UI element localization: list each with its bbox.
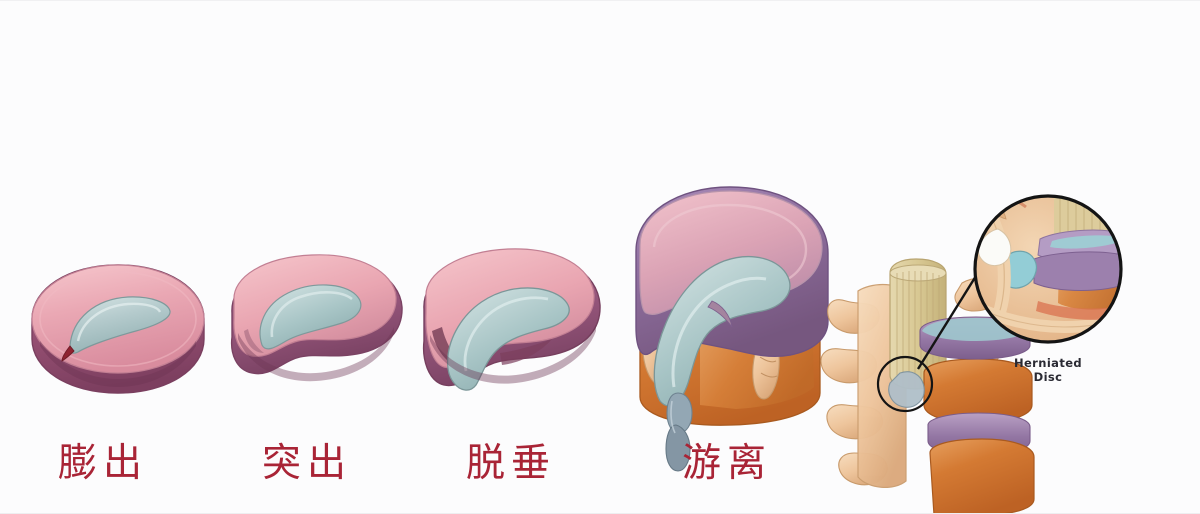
herniation-marker-circle xyxy=(876,355,934,413)
disc-stage-sequestration xyxy=(635,186,829,472)
vertebral-column-illustration xyxy=(820,258,1035,513)
stage-label-sequestration: 游离 xyxy=(682,441,773,486)
stage-label-bulge: 膨出 xyxy=(58,441,149,486)
disc-stage-protrude xyxy=(230,254,403,382)
herniated-disc-caption: Herniated Disc xyxy=(1014,356,1082,385)
caption-line-2: Disc xyxy=(1033,370,1063,385)
disc-stage-bulge xyxy=(31,264,205,394)
stage-label-protrude: 突出 xyxy=(262,441,353,486)
disc-stage-prolapse xyxy=(422,248,601,391)
stage-label-prolapse: 脱垂 xyxy=(466,441,557,486)
caption-line-1: Herniated xyxy=(1013,356,1083,370)
inset-ring xyxy=(973,194,1123,344)
